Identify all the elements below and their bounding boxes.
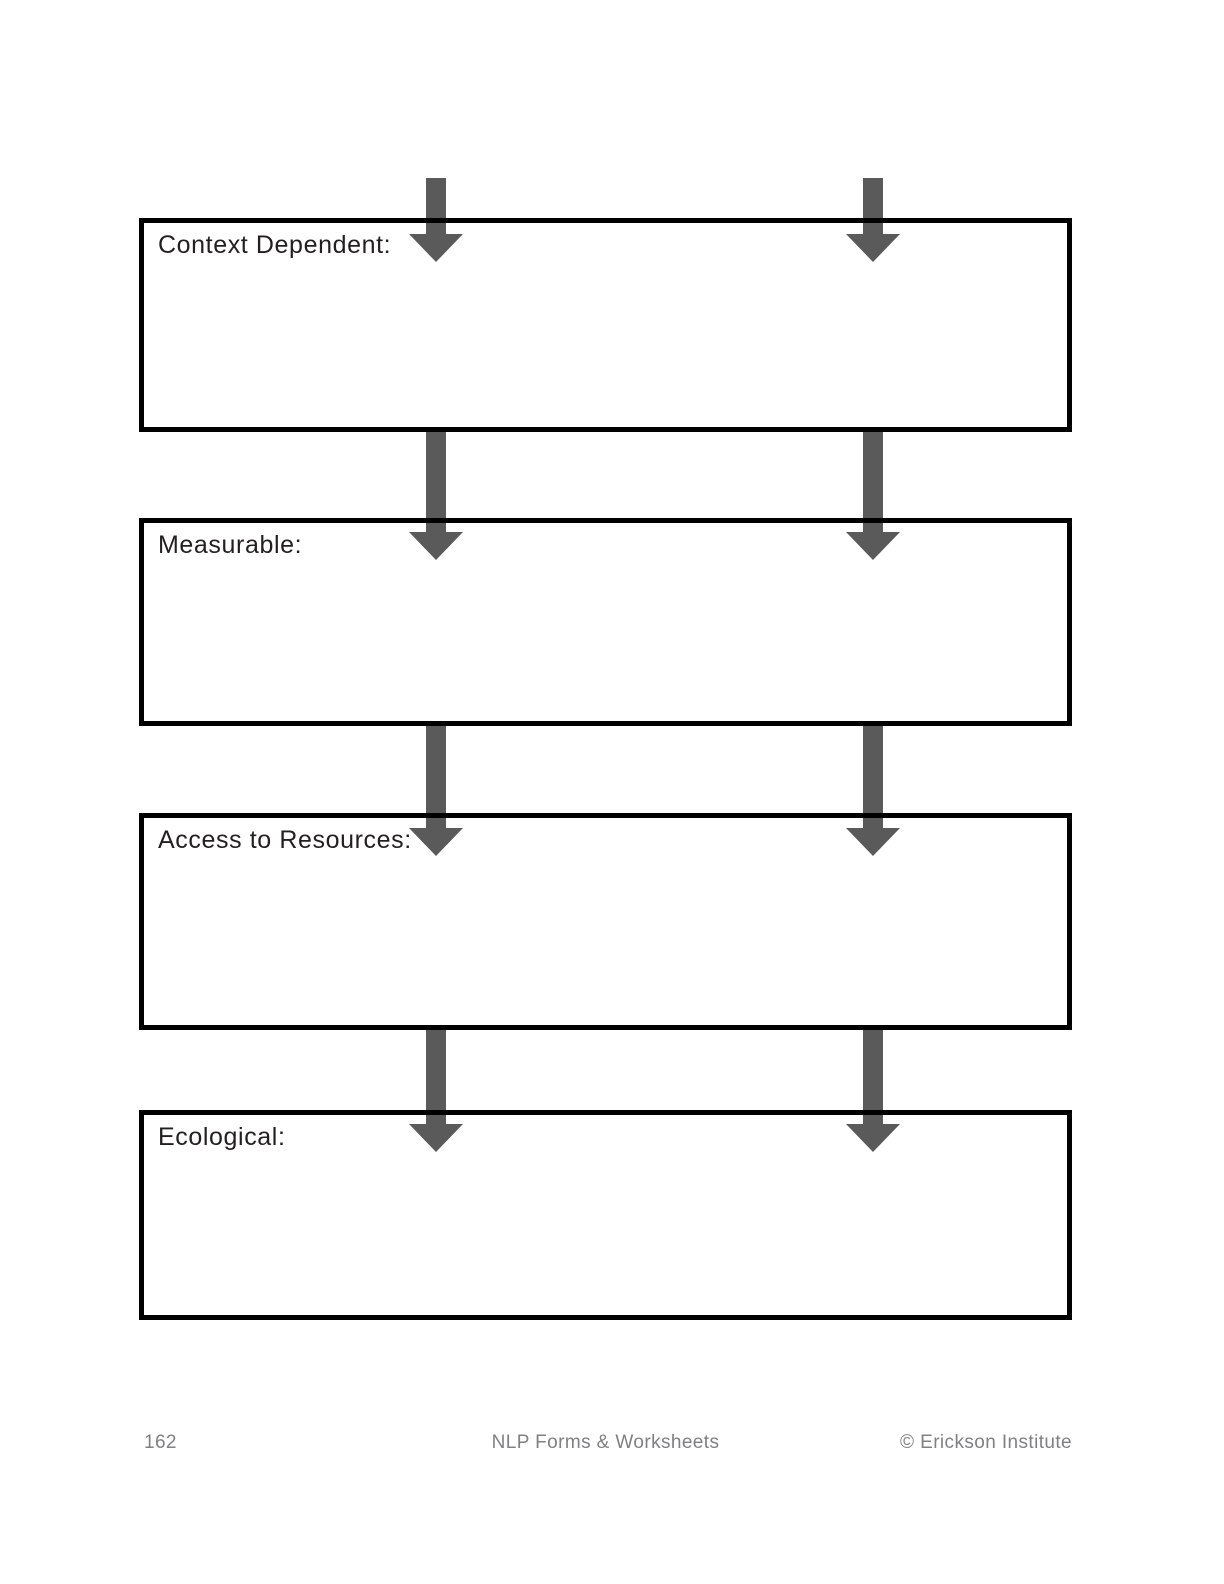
arrow-down-icon: [409, 724, 463, 856]
flow-box-access-to-resources[interactable]: Access to Resources:: [139, 813, 1072, 1030]
flow-box-label: Access to Resources:: [158, 826, 412, 854]
flow-box-context-dependent[interactable]: Context Dependent:: [139, 218, 1072, 432]
page-footer: 162 NLP Forms & Worksheets © Erickson In…: [139, 1432, 1072, 1466]
footer-page-number: 162: [144, 1432, 177, 1453]
flow-box-label: Ecological:: [158, 1123, 286, 1151]
flow-box-label: Context Dependent:: [158, 231, 392, 259]
arrow-down-icon: [409, 430, 463, 560]
arrow-down-icon: [846, 1028, 900, 1152]
footer-copyright: © Erickson Institute: [900, 1432, 1072, 1453]
flow-box-label: Measurable:: [158, 531, 303, 559]
footer-title: NLP Forms & Worksheets: [491, 1432, 720, 1453]
arrow-down-icon: [846, 724, 900, 856]
flow-box-measurable[interactable]: Measurable:: [139, 518, 1072, 726]
flow-box-ecological[interactable]: Ecological:: [139, 1110, 1072, 1320]
arrow-down-icon: [846, 430, 900, 560]
arrow-down-icon: [409, 1028, 463, 1152]
